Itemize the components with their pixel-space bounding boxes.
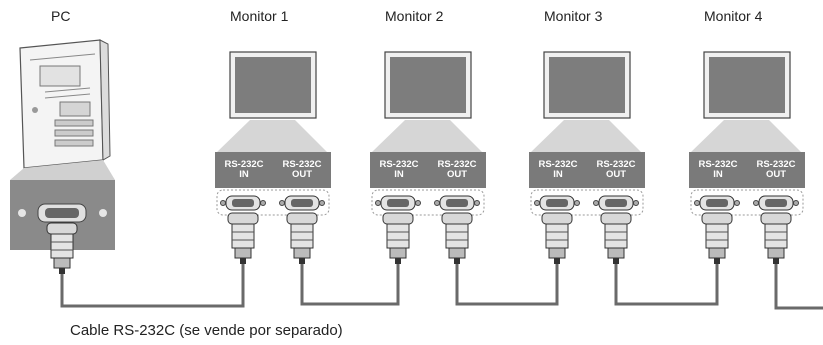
port-name: RS-232C [756,159,796,170]
port-name: RS-232C [282,159,322,170]
pc-tower [19,39,111,169]
monitor-beam [691,120,801,152]
rs232c-in-connector [227,212,259,264]
rs232c-out-port [279,195,325,211]
rs232c-out-connector [600,212,632,264]
port-direction: OUT [446,169,468,180]
monitor-port-bar [370,152,486,188]
port-name: RS-232C [224,159,264,170]
rs232c-out-port [753,195,799,211]
port-name: RS-232C [698,159,738,170]
port-direction: OUT [765,169,787,180]
monitor-beam [217,120,327,152]
monitor-3 [529,51,645,264]
monitor-port-bar [689,152,805,188]
monitor-display [235,57,311,113]
cable-caption: Cable RS-232C (se vende por separado) [70,322,343,339]
monitor-port-bar [215,152,331,188]
rs232c-in-port [375,195,421,211]
cable-pc-to-monitor-1 [60,264,245,308]
monitor-beam [531,120,641,152]
cable-monitor-1-to-2 [300,264,400,306]
cable-monitor-2-to-3 [455,264,559,306]
port-name: RS-232C [538,159,578,170]
port-direction: OUT [605,169,627,180]
rs232c-in-port [220,195,266,211]
rs232c-out-connector [441,212,473,264]
rs232c-out-connector [760,212,792,264]
monitor-beam [372,120,482,152]
monitor-2 [370,51,486,264]
monitor-label: Monitor 2 [385,8,444,24]
monitor-port-bar [529,152,645,188]
cable-monitor-3-to-4 [614,264,719,306]
rs232c-in-port [534,195,580,211]
pc-label: PC [51,8,71,24]
rs232c-in-connector [541,212,573,264]
rs232c-out-port [593,195,639,211]
rs232c-in-connector [701,212,733,264]
pc-beam [10,160,115,180]
monitor-label: Monitor 3 [544,8,603,24]
cable-monitor-4-out [774,264,823,310]
rs232c-in-port [694,195,740,211]
monitor-display [709,57,785,113]
monitor-display [390,57,466,113]
monitor-label: Monitor 1 [230,8,289,24]
monitor-1 [215,51,331,264]
monitor-4 [689,51,805,264]
rs232c-out-port [434,195,480,211]
port-direction: IN [394,169,404,180]
port-name: RS-232C [596,159,636,170]
port-direction: IN [713,169,723,180]
port-direction: IN [239,169,249,180]
pc-connector [46,222,78,274]
port-direction: OUT [291,169,313,180]
monitor-display [549,57,625,113]
port-name: RS-232C [437,159,477,170]
rs232c-out-connector [286,212,318,264]
monitor-label: Monitor 4 [704,8,763,24]
port-direction: IN [553,169,563,180]
rs232c-in-connector [382,212,414,264]
port-name: RS-232C [379,159,419,170]
